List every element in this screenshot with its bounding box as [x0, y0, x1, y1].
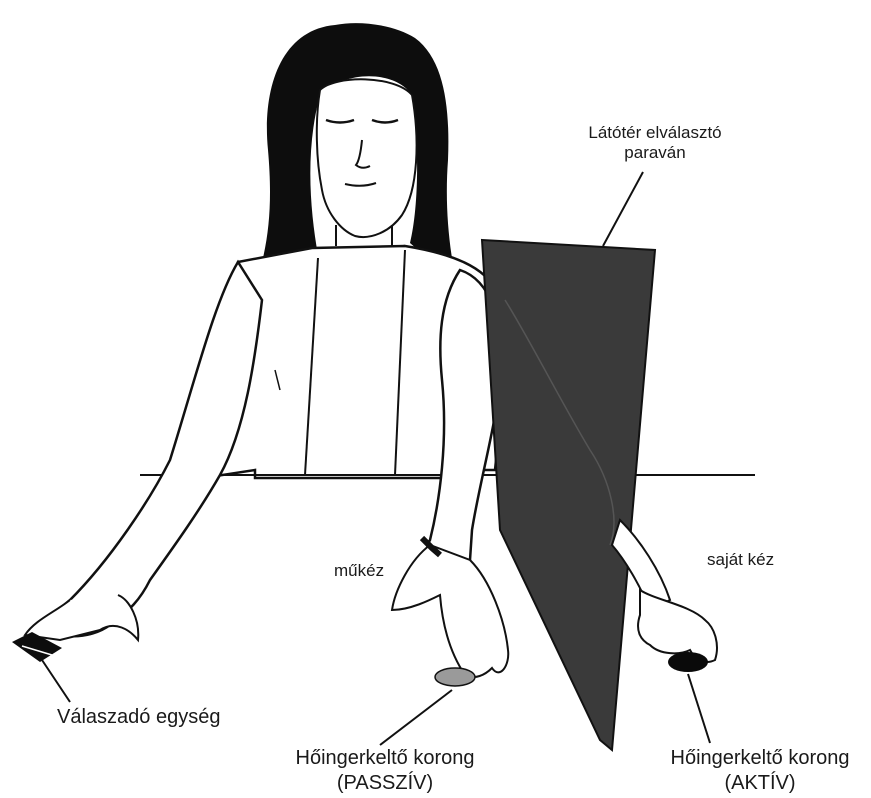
screen-label-line1: Látótér elválasztó — [560, 123, 750, 143]
active-disc — [668, 652, 708, 672]
active-disc-label: Hőingerkeltő korong (AKTÍV) — [650, 746, 870, 796]
active-disc-label-line2: (AKTÍV) — [650, 771, 870, 796]
own-hand-label: saját kéz — [707, 550, 774, 570]
screen-label-line2: paraván — [560, 143, 750, 163]
own-hand — [638, 590, 717, 662]
fake-hand — [392, 545, 508, 677]
passive-disc — [435, 668, 475, 686]
pointer-response-unit — [42, 660, 70, 702]
passive-disc-label: Hőingerkeltő korong (PASSZÍV) — [265, 746, 505, 796]
fake-hand-label: műkéz — [334, 561, 384, 581]
passive-disc-label-line2: (PASSZÍV) — [265, 771, 505, 796]
vision-screen — [482, 240, 655, 750]
left-arm — [40, 262, 262, 636]
passive-disc-label-line1: Hőingerkeltő korong — [265, 746, 505, 771]
pointer-passive-disc — [380, 690, 452, 745]
pointer-active-disc — [688, 674, 710, 743]
active-disc-label-line1: Hőingerkeltő korong — [650, 746, 870, 771]
left-hand — [25, 595, 138, 640]
pointer-screen — [603, 172, 643, 246]
face — [317, 79, 417, 237]
response-unit-label: Válaszadó egység — [57, 705, 220, 729]
screen-label: Látótér elválasztó paraván — [560, 123, 750, 164]
